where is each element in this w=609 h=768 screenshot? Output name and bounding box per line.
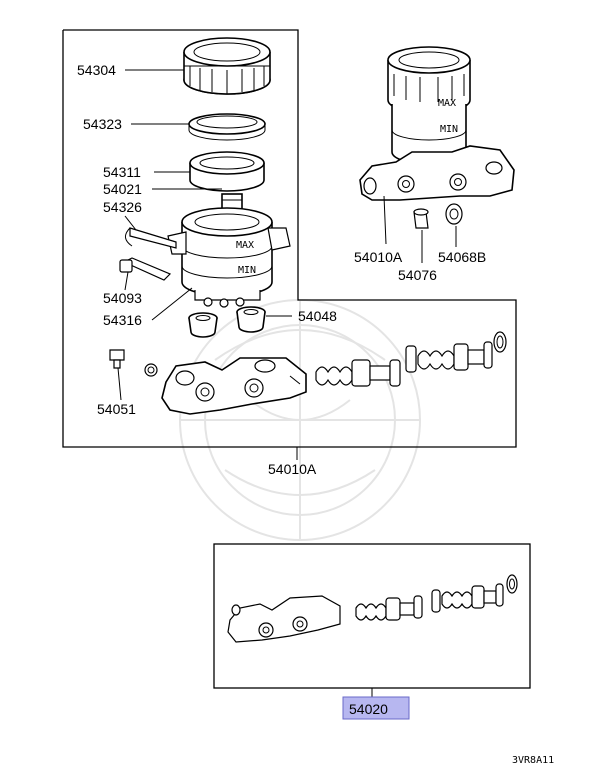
reservoir-strainer[interactable] [189,151,265,192]
port-plug[interactable] [109,349,158,377]
leader-lines-side [383,195,457,263]
assembled-max-mark: MAX [438,98,456,109]
label-54076: 54076 [398,267,437,283]
label-54021: 54021 [103,181,142,197]
primary-piston-assembly[interactable] [405,341,493,373]
kit-snap-ring[interactable] [506,574,518,594]
label-54010a-side: 54010A [354,249,403,265]
label-54051: 54051 [97,401,136,417]
watermark-emblem [179,299,421,541]
reservoir-retainer-ring[interactable] [188,113,266,141]
port-gasket[interactable] [445,203,463,225]
assembled-min-mark: MIN [440,124,458,135]
secondary-piston-assembly[interactable] [315,359,401,387]
label-54010a-main: 54010A [268,461,317,477]
label-54020[interactable]: 54020 [349,701,388,717]
master-cylinder-body[interactable] [161,357,307,415]
label-54326: 54326 [103,199,142,215]
reservoir-grommet-left[interactable] [188,312,218,338]
kit-label-highlight [342,696,410,720]
label-54323: 54323 [83,116,122,132]
leader-lines-main [117,69,298,460]
port-union-seat[interactable] [413,208,429,229]
label-54316: 54316 [103,312,142,328]
reservoir-max-mark: MAX [236,240,254,251]
piston-snap-ring[interactable] [493,331,507,353]
reservoir-set-screw[interactable] [119,257,172,281]
assembled-master-cylinder[interactable] [359,46,515,201]
label-54093: 54093 [103,290,142,306]
kit-secondary-piston[interactable] [355,595,423,621]
reservoir-grommet-right[interactable] [236,306,266,333]
kit-primary-piston[interactable] [431,583,504,613]
label-54068b: 54068B [438,249,486,265]
main-assembly-frame [62,29,517,448]
label-54311: 54311 [103,164,141,180]
reservoir-cap[interactable] [183,37,271,95]
kit-cylinder-body[interactable] [227,595,341,643]
reservoir-min-mark: MIN [238,265,256,276]
label-54048: 54048 [298,308,337,324]
label-54304: 54304 [77,62,116,78]
reservoir-clip[interactable] [125,227,177,249]
reservoir-tank[interactable] [167,207,291,308]
diagram-code: 3VR8A11 [512,755,554,766]
